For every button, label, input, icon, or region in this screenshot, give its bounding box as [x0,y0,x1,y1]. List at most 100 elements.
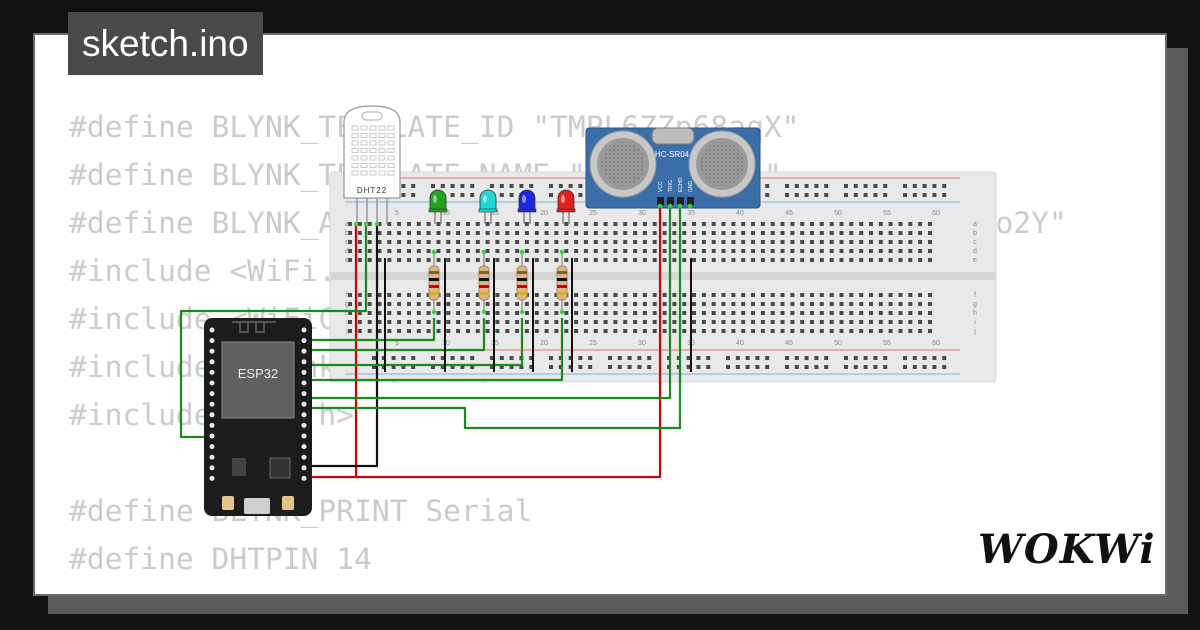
esp32-chip [269,457,291,479]
row-letter: f [974,292,976,299]
led-green [428,189,448,224]
resistor-band [517,285,527,288]
sonar-pin [657,197,664,205]
resistor-band [557,278,567,281]
esp32-pin [209,465,215,471]
pin-indicator [374,221,380,227]
row-letter: j [345,328,348,335]
sonar-pin [687,197,694,205]
row-letter: e [345,257,349,264]
row-letter: j [973,328,976,335]
wire-led-green [305,318,436,342]
column-number: 20 [540,340,548,347]
esp32-label: ESP32 [238,366,278,381]
resistor-band [557,292,567,295]
dht-grille [351,125,395,176]
column-number: 5 [395,210,399,217]
column-number: 30 [638,340,646,347]
esp32-pin [209,412,215,418]
led-rim [478,208,498,213]
code-line: #define DHTPIN 14 [69,542,372,576]
resistor-band [429,278,439,281]
resistor-band [517,292,527,295]
esp32-pin [209,359,215,365]
esp32-pin [301,475,307,481]
esp32-pin [301,338,307,344]
pin-indicator [677,203,683,209]
esp32-board: ESP32 [204,318,312,516]
resistor-band [479,278,489,281]
sonar-pin [677,197,684,205]
column-number: 25 [589,210,597,217]
esp32-pin [209,391,215,397]
resistor-band [517,271,527,274]
file-tab[interactable]: sketch.ino [68,12,263,75]
wire-dht-gnd [305,222,379,468]
sonar-pin-label: GND [688,181,694,193]
led-rim [428,208,448,213]
pin-indicator [431,249,437,255]
resistor-band [557,271,567,274]
resistor-band [479,271,489,274]
sonar-pin-label: TRIG [668,180,674,192]
esp32-pin [209,401,215,407]
center-channel [330,272,996,280]
esp32-pin [301,465,307,471]
column-number: 45 [785,340,793,347]
led-cyan [478,189,498,224]
sonar-mesh-pattern [700,142,744,186]
esp32-pin [209,433,215,439]
resistor-body [556,265,568,301]
pin-indicator [481,309,487,315]
esp32-pin [209,380,215,386]
column-number: 10 [442,210,450,217]
esp32-pin [301,401,307,407]
column-number: 15 [491,340,499,347]
breadboard: 5510101515202025253030353540404545505055… [329,171,997,383]
esp32-pin [301,433,307,439]
led-body [557,189,575,211]
resistor-band [557,285,567,288]
led-body [518,189,536,211]
esp32-pin [209,444,215,450]
row-letter: f [346,292,348,299]
esp32-pin [301,380,307,386]
column-number: 30 [638,210,646,217]
led-body [479,189,497,211]
resistor-band [479,285,489,288]
esp32-pin [209,338,215,344]
led-rim [556,208,576,213]
sonar-pin-label: ECHO [678,177,684,192]
row-letter: a [345,221,349,228]
led-highlight [483,195,487,203]
pin-indicator [559,249,565,255]
sonar-label: HC-SR04 [655,150,690,159]
led-body [429,189,447,211]
resistor-band [429,285,439,288]
row-letter: d [973,248,977,255]
row-letter: h [973,310,977,317]
dht-label: DHT22 [357,186,387,195]
resistor-body [478,265,490,301]
sonar-pin [667,197,674,205]
column-number: 60 [932,340,940,347]
wire-dht-data [179,222,368,439]
esp32-pin [301,327,307,333]
esp32-module [221,341,295,419]
pin-indicator [559,309,565,315]
resistor-band [429,271,439,274]
row-letter: a [973,221,977,228]
led-rim [517,208,537,213]
sonar-mesh-pattern [601,142,645,186]
sonar-crystal [651,127,695,145]
pin-indicator [687,203,693,209]
led-red [556,189,576,224]
column-number: 55 [883,340,891,347]
row-letter: i [346,319,348,326]
column-number: 50 [834,340,842,347]
resistor-band [479,292,489,295]
wire-sonar-trig [305,204,672,400]
led-blue [517,189,537,224]
